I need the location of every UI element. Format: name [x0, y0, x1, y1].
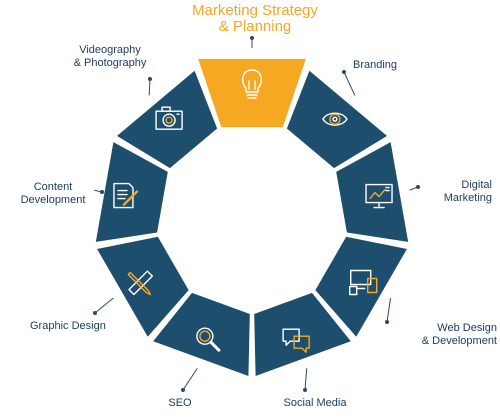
magnifier-icon	[196, 327, 221, 352]
leader-seo	[181, 368, 198, 392]
monitor-chart-icon	[365, 183, 393, 209]
segment-content-development	[95, 142, 168, 242]
leader-branding	[342, 70, 356, 96]
label-digital-marketing: Digital Marketing	[443, 179, 492, 204]
segment-digital-marketing	[336, 142, 409, 242]
pencil-ruler-icon	[127, 270, 154, 296]
leader-social-media	[303, 368, 308, 392]
label-web-design: Web Design & Development	[421, 322, 497, 347]
label-branding: Branding	[353, 59, 398, 71]
leader-videography	[148, 77, 152, 96]
chat-bubbles-icon	[282, 328, 310, 353]
segment-web-design	[315, 236, 407, 337]
leader-digital-marketing	[409, 185, 420, 191]
devices-icon	[349, 269, 378, 296]
label-content-development: Content Development	[20, 181, 86, 206]
label-graphic-design: Graphic Design	[30, 320, 106, 332]
wheel-segments	[95, 58, 409, 376]
camera-icon	[155, 106, 183, 130]
document-pen-icon	[113, 182, 139, 209]
label-seo: SEO	[168, 397, 192, 409]
leader-web-design	[385, 297, 392, 324]
lightbulb-icon	[241, 69, 263, 99]
segment-icons	[113, 69, 393, 353]
segment-videography	[117, 70, 218, 169]
leader-content-development	[94, 189, 104, 194]
segment-graphic-design	[97, 236, 189, 337]
leader-lines	[93, 36, 420, 392]
leader-graphic-design	[93, 297, 114, 315]
label-videography: Videography & Photography	[73, 44, 147, 69]
segment-marketing-strategy	[198, 58, 306, 128]
eye-icon	[322, 112, 348, 126]
leader-marketing-strategy	[250, 36, 254, 48]
label-social-media: Social Media	[283, 397, 347, 409]
label-marketing-strategy: Marketing Strategy & Planning	[192, 2, 318, 35]
segment-social-media	[254, 292, 351, 376]
segment-seo	[153, 292, 250, 376]
